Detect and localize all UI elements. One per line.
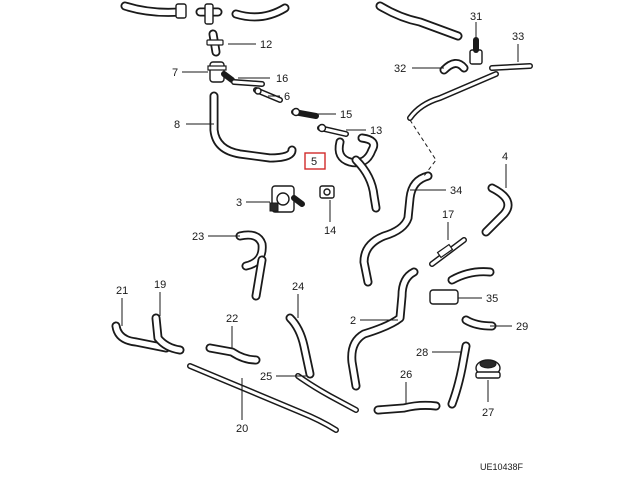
callout-4: 4	[502, 151, 508, 163]
callout-24: 24	[292, 281, 304, 293]
part-24-hose	[285, 313, 315, 379]
callout-12: 12	[260, 39, 272, 51]
callout-29: 29	[516, 321, 528, 333]
callout-6: 6	[284, 91, 290, 103]
part-31-fitting	[469, 37, 483, 65]
callout-15: 15	[340, 109, 352, 121]
part-8-hose	[209, 91, 297, 163]
part-19-hose	[151, 313, 185, 355]
part-22-hose	[205, 343, 261, 365]
callout-8: 8	[174, 119, 180, 131]
callout-5: 5	[311, 156, 317, 168]
part-35-bracket	[429, 267, 495, 305]
callout-17: 17	[442, 209, 454, 221]
callout-28: 28	[416, 347, 428, 359]
part-14-connector	[319, 185, 335, 199]
part-32-hose	[439, 59, 469, 75]
callout-23: 23	[192, 231, 204, 243]
routing-line	[409, 119, 437, 177]
callout-2: 2	[350, 315, 356, 327]
part-3-thermostat-housing	[269, 185, 305, 213]
callout-33: 33	[512, 31, 524, 43]
reference-code: UE10438F	[480, 462, 524, 472]
part-27-reservoir-cap	[475, 359, 501, 379]
callout-3: 3	[236, 197, 242, 209]
part-13-connector	[317, 123, 349, 137]
part-16-pipe	[231, 79, 265, 87]
callout-labels: 12 7 16 6 15 13 8 5 3 14 34 4 17 35 31 3…	[116, 11, 528, 435]
callout-34: 34	[450, 185, 462, 197]
callout-25: 25	[260, 371, 272, 383]
part-2-hose	[347, 267, 419, 391]
callout-26: 26	[400, 369, 412, 381]
part-20-pipe	[187, 363, 339, 433]
part-17-pipe	[429, 237, 467, 267]
callout-14: 14	[324, 225, 336, 237]
leader-lines	[121, 22, 519, 420]
callout-27: 27	[482, 407, 494, 419]
part-21-hose	[111, 321, 171, 353]
callout-13: 13	[370, 125, 382, 137]
part-23-hose	[235, 230, 267, 301]
callout-20: 20	[236, 423, 248, 435]
part-29-hose	[461, 315, 497, 331]
part-34-hose	[359, 171, 433, 287]
callout-31: 31	[470, 11, 482, 23]
top-hose-fragments	[120, 1, 290, 25]
part-28-hose	[447, 341, 471, 409]
part-15-connector	[291, 107, 319, 119]
part-6-pipe	[253, 87, 283, 103]
part-7-fitting	[207, 61, 235, 83]
part-12-connector	[206, 29, 224, 57]
part-4-hose	[481, 183, 513, 237]
callout-32: 32	[394, 63, 406, 75]
part-25-pipe	[295, 373, 359, 413]
part-33-pipe	[407, 63, 533, 121]
callout-35: 35	[486, 293, 498, 305]
callout-7: 7	[172, 67, 178, 79]
part-5-hose	[334, 133, 381, 213]
callout-16: 16	[276, 73, 288, 85]
callout-22: 22	[226, 313, 238, 325]
callout-21: 21	[116, 285, 128, 297]
callout-19: 19	[154, 279, 166, 291]
part-26-hose	[373, 400, 441, 415]
highlight-box	[304, 152, 326, 170]
top-right-hose	[375, 1, 463, 41]
